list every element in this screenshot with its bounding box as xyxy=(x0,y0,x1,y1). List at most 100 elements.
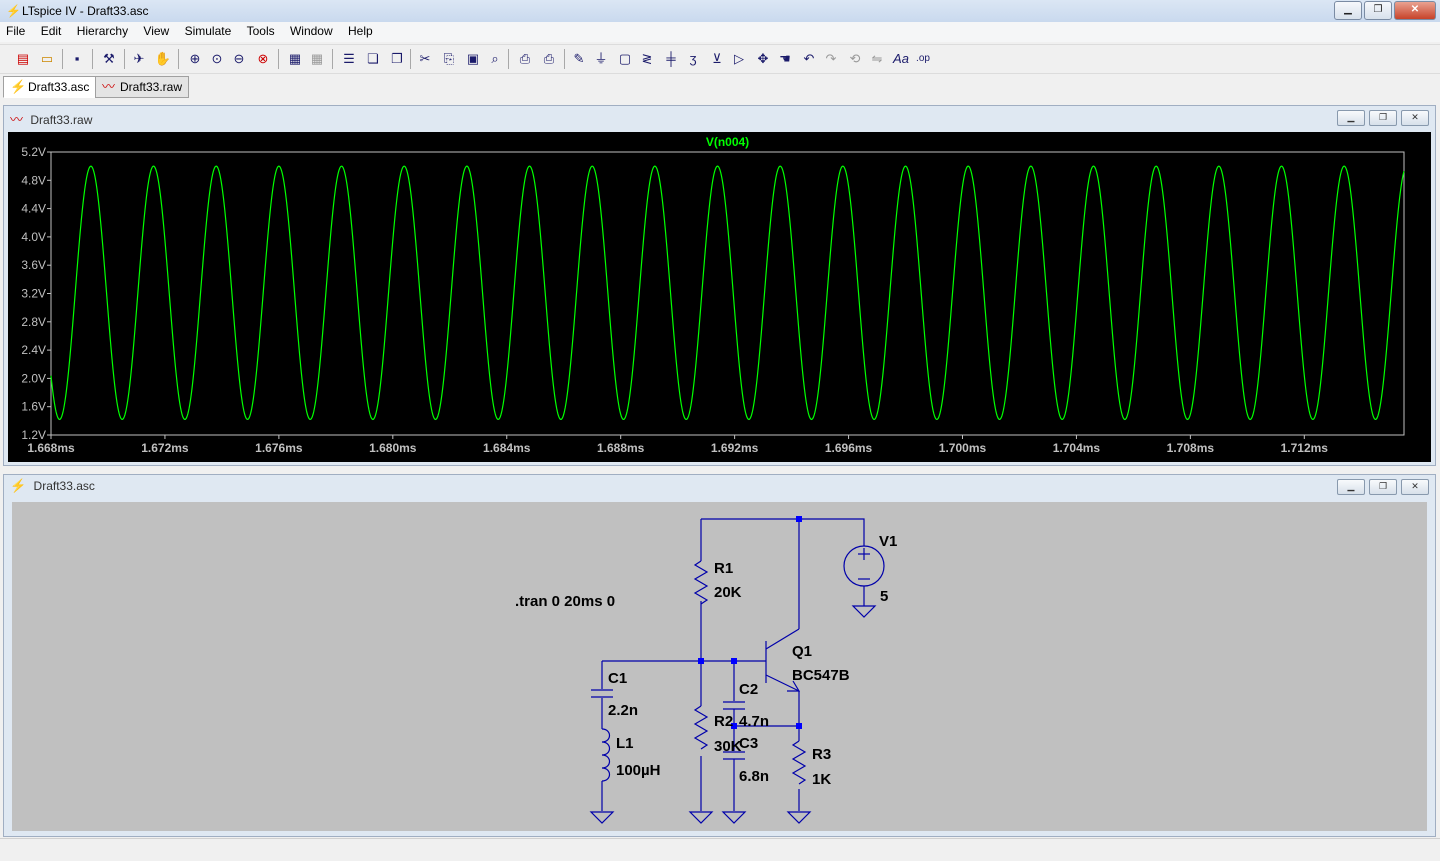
capacitor-icon[interactable]: ╪ xyxy=(666,51,676,66)
run-icon[interactable]: ✈ xyxy=(133,51,145,66)
resistor-r3[interactable] xyxy=(791,740,807,785)
close-button[interactable]: ✕ xyxy=(1394,1,1436,20)
label-net-icon[interactable]: ▢ xyxy=(618,51,632,66)
y-tick-label: 3.6V xyxy=(21,258,46,272)
ground-icon[interactable]: ⏚ xyxy=(594,51,608,66)
waveform-icon: 〰 xyxy=(102,79,116,94)
wires xyxy=(601,518,865,811)
zoom-in-icon[interactable]: ⊕ xyxy=(189,51,201,66)
undo-icon[interactable]: ↶ xyxy=(803,51,815,66)
menu-hierarchy[interactable]: Hierarchy xyxy=(76,24,129,38)
inductor-icon[interactable]: ʒ xyxy=(689,51,697,66)
capacitor-c1[interactable] xyxy=(591,689,613,698)
schematic-restore-button[interactable]: ❐ xyxy=(1369,479,1397,495)
grid-icon[interactable]: ▦ xyxy=(310,51,324,66)
resistor-r1[interactable] xyxy=(693,560,709,605)
y-tick-label: 2.0V xyxy=(21,371,46,385)
menu-file[interactable]: File xyxy=(6,24,26,38)
c3-value: 6.8n xyxy=(739,768,769,785)
window-title: LTspice IV - Draft33.asc xyxy=(22,4,149,18)
cut-icon[interactable]: ✂ xyxy=(419,51,431,66)
waveform-plot[interactable]: 5.2V4.8V4.4V4.0V3.6V3.2V2.8V2.4V2.0V1.6V… xyxy=(8,132,1431,462)
waveform-restore-button[interactable]: ❐ xyxy=(1369,110,1397,126)
schematic-icon: ⚡ xyxy=(10,79,27,94)
y-tick-label: 1.2V xyxy=(21,428,46,442)
waveform-close-button[interactable]: ✕ xyxy=(1401,110,1429,126)
rotate-icon[interactable]: ⟲ xyxy=(849,51,861,66)
paste-icon[interactable]: ▣ xyxy=(466,51,480,66)
resistor-icon[interactable]: ≷ xyxy=(641,51,653,66)
r2-name: R2 xyxy=(714,713,733,730)
trace-v-n004 xyxy=(50,165,1405,421)
menu-simulate[interactable]: Simulate xyxy=(184,24,232,38)
zoom-pan-icon[interactable]: ⊙ xyxy=(211,51,223,66)
restore-button[interactable]: ❐ xyxy=(1364,1,1392,20)
y-tick-label: 3.2V xyxy=(21,287,46,301)
q1-value: BC547B xyxy=(792,667,850,684)
c1-value: 2.2n xyxy=(608,702,638,719)
cascade-icon[interactable]: ❏ xyxy=(367,51,379,66)
save-icon[interactable]: ▪ xyxy=(74,51,80,66)
tile-horizontal-icon[interactable]: ☰ xyxy=(343,51,355,66)
waveform-icon: 〰 xyxy=(10,112,24,127)
junction-dots xyxy=(698,516,802,729)
zoom-out-icon[interactable]: ⊖ xyxy=(233,51,245,66)
v1-value: 5 xyxy=(880,588,888,605)
new-schematic-icon[interactable]: ▤ xyxy=(16,51,30,66)
transistor-q1[interactable] xyxy=(765,628,801,692)
y-tick-label: 4.0V xyxy=(21,230,46,244)
close-all-icon[interactable]: ❐ xyxy=(391,51,403,66)
schematic-minimize-button[interactable]: ▁ xyxy=(1337,479,1365,495)
control-panel-icon[interactable]: ⚒ xyxy=(103,51,115,66)
print-icon[interactable]: ⎙ xyxy=(543,51,555,66)
waveform-window-title: Draft33.raw xyxy=(30,113,93,127)
y-tick-label: 4.8V xyxy=(21,173,46,187)
text-icon[interactable]: Aa xyxy=(893,51,909,66)
menu-view[interactable]: View xyxy=(143,24,170,38)
move-icon[interactable]: ✥ xyxy=(757,51,769,66)
tab-waveform[interactable]: 〰 Draft33.raw xyxy=(95,76,190,98)
copy-icon[interactable]: ⎘ xyxy=(443,51,455,66)
schematic-window: ⚡ Draft33.asc ▁ ❐ ✕ xyxy=(3,474,1436,837)
spice-directive-icon[interactable]: .op xyxy=(916,53,930,64)
component-icon[interactable]: ▷ xyxy=(734,51,744,66)
tab-schematic[interactable]: ⚡ Draft33.asc xyxy=(3,76,97,98)
q1-name: Q1 xyxy=(792,643,812,660)
mirror-icon[interactable]: ⇋ xyxy=(871,51,883,66)
open-icon[interactable]: ▭ xyxy=(40,51,54,66)
menu-help[interactable]: Help xyxy=(347,24,373,38)
schematic-window-title: Draft33.asc xyxy=(33,479,95,493)
menu-edit[interactable]: Edit xyxy=(40,24,62,38)
c3-name: C3 xyxy=(739,735,758,752)
x-tick-label: 1.680ms xyxy=(369,441,417,455)
r2-value: 30K xyxy=(714,738,742,755)
waveform-minimize-button[interactable]: ▁ xyxy=(1337,110,1365,126)
print-preview-icon[interactable]: ⎙ xyxy=(519,51,531,66)
spice-directive[interactable]: .tran 0 20ms 0 xyxy=(515,593,615,610)
schematic-canvas[interactable]: .tran 0 20ms 0 V1 5 R1 20K R2 30K R3 1K … xyxy=(12,502,1427,831)
minimize-button[interactable]: ▁ xyxy=(1334,1,1362,20)
redo-icon[interactable]: ↷ xyxy=(825,51,837,66)
menu-tools[interactable]: Tools xyxy=(246,24,275,38)
halt-icon[interactable]: ✋ xyxy=(154,51,172,66)
autorange-icon[interactable]: ▦ xyxy=(288,51,302,66)
schematic-close-button[interactable]: ✕ xyxy=(1401,479,1429,495)
draw-wire-icon[interactable]: ✎ xyxy=(573,51,585,66)
drag-icon[interactable]: ☚ xyxy=(779,51,791,66)
menu-window[interactable]: Window xyxy=(289,24,333,38)
zoom-fit-icon[interactable]: ⊗ xyxy=(257,51,269,66)
capacitor-c2[interactable] xyxy=(723,701,745,710)
ground-symbols xyxy=(589,605,877,824)
diode-icon[interactable]: ⊻ xyxy=(712,51,722,66)
l1-value: 100µH xyxy=(616,762,661,779)
capacitor-c3[interactable] xyxy=(723,751,745,760)
voltage-source-v1[interactable] xyxy=(843,545,885,587)
x-tick-label: 1.708ms xyxy=(1167,441,1215,455)
c1-name: C1 xyxy=(608,670,627,687)
y-tick-label: 2.4V xyxy=(21,343,46,357)
inductor-l1[interactable] xyxy=(601,728,611,782)
toolbar: ▤ ▭ ▪ ⚒ ✈ ✋ ⊕ ⊙ ⊖ ⊗ ▦ ▦ ☰ ❏ ❐ ✂ ⎘ ▣ ⌕ ⎙ … xyxy=(0,44,1440,74)
trace-label[interactable]: V(n004) xyxy=(706,135,749,149)
resistor-r2[interactable] xyxy=(693,705,709,750)
find-icon[interactable]: ⌕ xyxy=(491,51,499,66)
